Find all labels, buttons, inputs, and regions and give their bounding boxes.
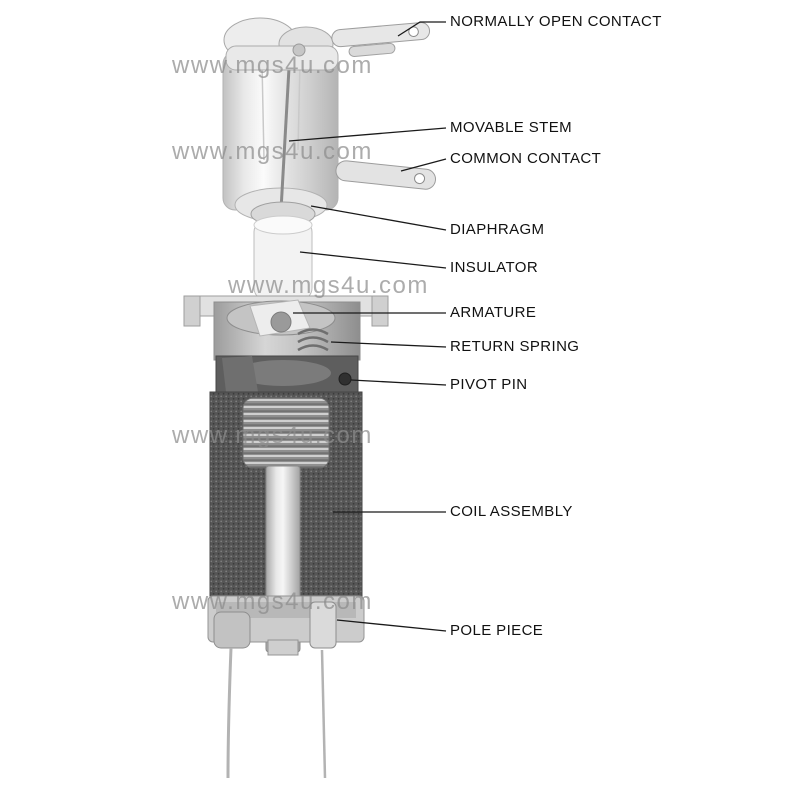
watermark: www.mgs4u.com	[172, 52, 373, 79]
label-pole-piece: POLE PIECE	[450, 622, 544, 639]
label-normally-open-contact: NORMALLY OPEN CONTACT	[450, 13, 662, 30]
label-movable-stem: MOVABLE STEM	[450, 119, 573, 136]
base	[207, 595, 365, 656]
lead-wires	[226, 647, 327, 779]
normally-open-contact-arm	[331, 22, 431, 57]
armature-assembly	[213, 299, 361, 361]
leader-return-spring	[330, 341, 447, 348]
leader-movable-stem	[288, 127, 447, 142]
label-diaphragm: DIAPHRAGM	[450, 221, 545, 238]
label-common-contact: COMMON CONTACT	[450, 150, 602, 167]
leader-insulator	[299, 251, 447, 269]
label-coil-assembly: COIL ASSEMBLY	[450, 503, 573, 520]
return-spring	[297, 328, 329, 352]
leader-diaphragm	[310, 205, 447, 231]
leader-normally-open-contact	[397, 21, 446, 37]
label-armature: ARMATURE	[450, 304, 537, 321]
leader-pole-piece	[336, 619, 447, 632]
label-return-spring: RETURN SPRING	[450, 338, 580, 355]
watermark: www.mgs4u.com	[172, 588, 373, 615]
leader-pivot-pin	[350, 379, 447, 386]
watermark: www.mgs4u.com	[172, 138, 373, 165]
insulator	[253, 215, 313, 301]
top-cap	[223, 17, 339, 71]
watermark: www.mgs4u.com	[228, 272, 429, 299]
movable-stem	[279, 67, 291, 211]
leader-lines	[288, 21, 447, 632]
label-pivot-pin: PIVOT PIN	[450, 376, 528, 393]
pivot-pin	[338, 372, 352, 386]
label-insulator: INSULATOR	[450, 259, 539, 276]
leader-common-contact	[400, 158, 447, 172]
pivot-band	[215, 355, 359, 395]
watermark: www.mgs4u.com	[172, 422, 373, 449]
